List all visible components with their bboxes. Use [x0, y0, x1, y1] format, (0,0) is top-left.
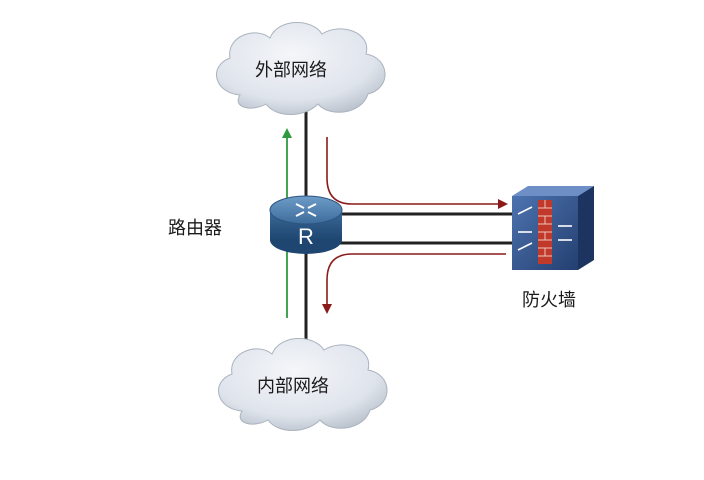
traffic-arrow-to-firewall — [326, 137, 508, 209]
firewall-icon — [512, 186, 594, 270]
external-network-label: 外部网络 — [255, 60, 327, 81]
network-links — [304, 95, 512, 345]
cloud-icon — [216, 21, 386, 115]
internal-network-label: 内部网络 — [257, 376, 329, 397]
router-icon: R — [269, 195, 343, 254]
traffic-arrow-from-firewall — [322, 253, 506, 314]
firewall-label: 防火墙 — [522, 290, 576, 311]
router-mark: R — [298, 224, 314, 249]
router-label: 路由器 — [168, 218, 222, 239]
cloud-icon — [218, 337, 388, 431]
